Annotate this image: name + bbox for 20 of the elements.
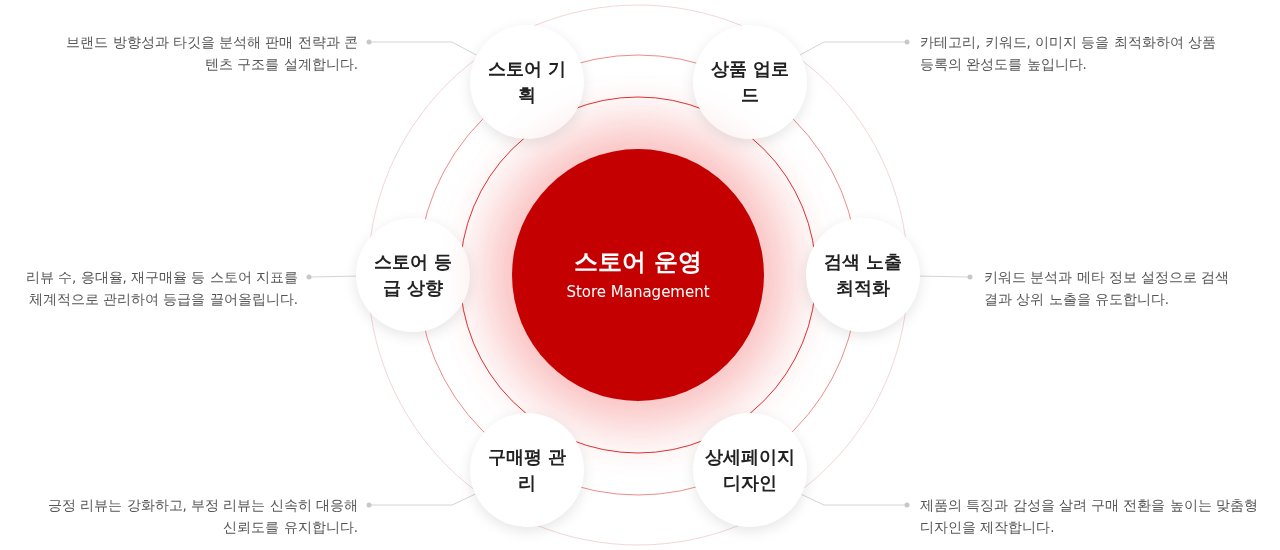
description-text: 제품의 특징과 감성을 살려 구매 전환을 높이는 맞춤형 디자인을 제작합니다. bbox=[920, 494, 1260, 538]
description-text: 긍정 리뷰는 강화하고, 부정 리뷰는 신속히 대응해 신뢰도를 유지합니다. bbox=[30, 494, 358, 538]
leader-line bbox=[366, 39, 478, 56]
description-text: 카테고리, 키워드, 이미지 등을 최적화하여 상품 등록의 완성도를 높입니다. bbox=[920, 31, 1220, 75]
leader-line bbox=[306, 274, 357, 280]
step-label: 상세페이지 디자인 bbox=[705, 445, 795, 495]
step-label: 스토어 기획 bbox=[486, 57, 568, 107]
leader-line bbox=[799, 39, 910, 56]
hub-subtitle: Store Management bbox=[566, 282, 710, 303]
hub-title: 스토어 운영 bbox=[573, 247, 703, 278]
description-text: 리뷰 수, 응대율, 재구매율 등 스토어 지표를 체계적으로 관리하여 등급을 끌어올립니다. bbox=[10, 266, 298, 310]
description-text: 키워드 분석과 메타 정보 설정으로 검색 결과 상위 노출을 유도합니다. bbox=[984, 266, 1244, 310]
step-label: 구매평 관리 bbox=[486, 445, 568, 495]
step-label: 검색 노출 최적화 bbox=[822, 250, 904, 300]
leader-line bbox=[801, 493, 910, 508]
leader-line bbox=[919, 274, 973, 280]
step-label: 스토어 등급 상향 bbox=[372, 250, 454, 300]
step-label: 상품 업로드 bbox=[709, 57, 791, 107]
description-text: 브랜드 방향성과 타깃을 분석해 판매 전략과 콘텐츠 구조를 설계합니다. bbox=[60, 31, 358, 75]
leader-line bbox=[366, 493, 476, 508]
